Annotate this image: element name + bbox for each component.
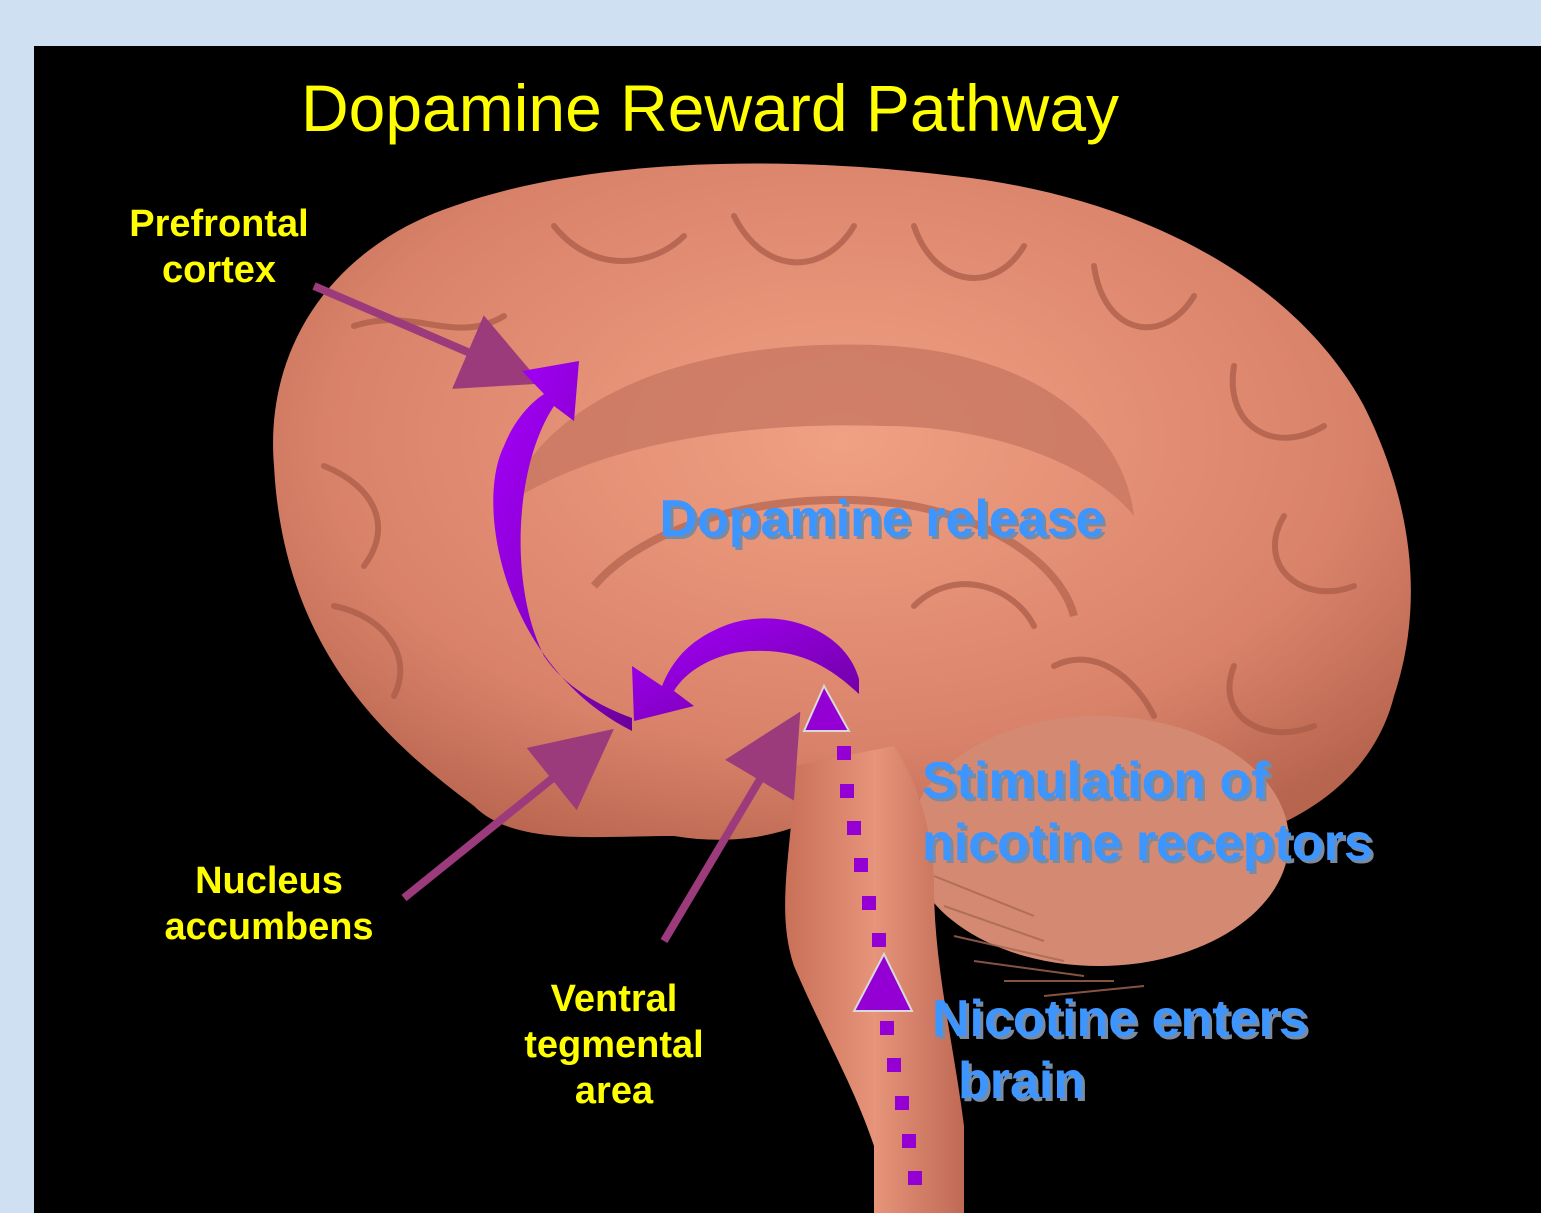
label-ventral-tegmental-area: Ventral tegmental area <box>474 976 754 1114</box>
page-title: Dopamine Reward Pathway <box>34 68 1386 148</box>
label-nucleus-accumbens: Nucleus accumbens <box>119 858 419 950</box>
label-prefrontal-cortex: Prefrontal cortex <box>89 201 349 293</box>
label-nicotine-enters-brain: Nicotine enters brain <box>932 988 1452 1112</box>
label-dopamine-release: Dopamine release <box>582 488 1182 550</box>
slide: Dopamine Reward Pathway Prefrontal corte… <box>34 46 1541 1213</box>
label-stimulation-nicotine-receptors: Stimulation of nicotine receptors <box>922 750 1522 874</box>
